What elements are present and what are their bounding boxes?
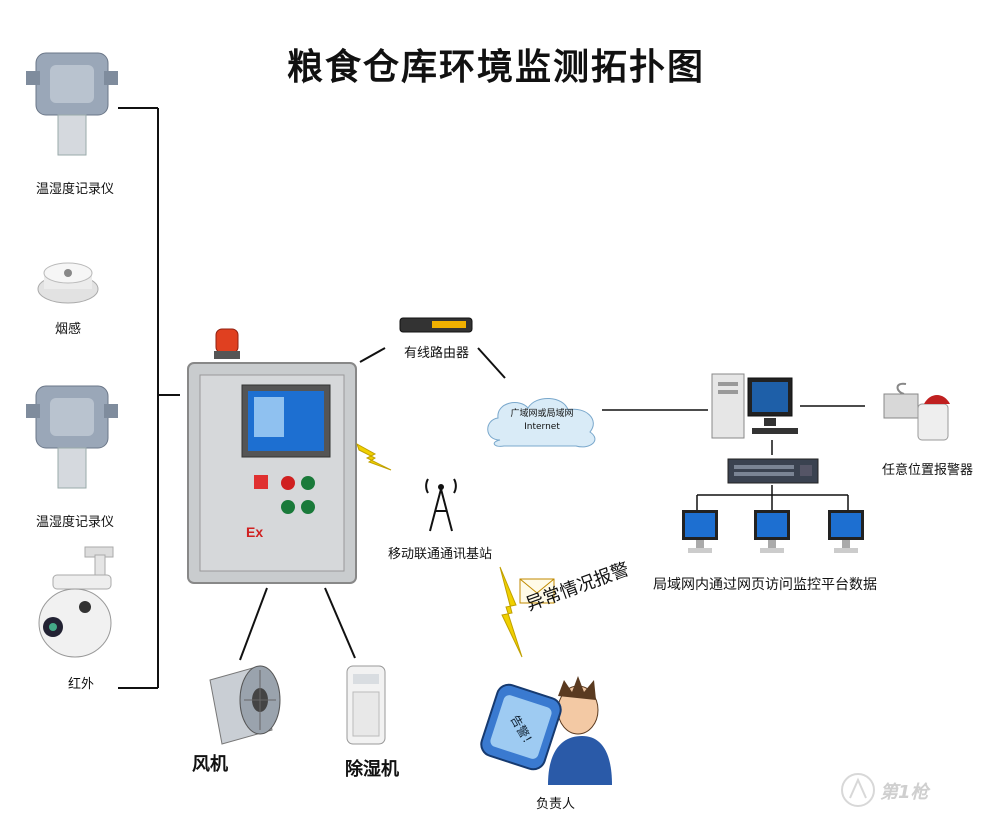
- dehumidifier-label: 除湿机: [345, 759, 399, 780]
- temp-humidity-recorder-label-2: 温湿度记录仪: [36, 515, 115, 530]
- infrared-label: 红外: [68, 677, 95, 692]
- person-with-phone-icon: 告警！: [480, 676, 612, 785]
- infrared-camera-icon: [38, 546, 114, 658]
- watermark-text: 第1枪: [880, 782, 929, 803]
- alarm-device-icon: [883, 382, 950, 441]
- smoke-detector-icon: [37, 262, 99, 304]
- cloud-label: 广域网或局域网 Internet: [492, 408, 592, 434]
- ex-mark: Ex: [246, 524, 263, 540]
- fan-icon: [209, 665, 281, 745]
- lan-monitor-icon-3: [828, 510, 864, 553]
- cloud-label-line1: 广域网或局域网: [510, 409, 574, 419]
- smoke-detector-label: 烟感: [55, 322, 82, 337]
- cloud-icon: [487, 398, 596, 448]
- person-label: 负责人: [536, 797, 576, 812]
- server-computer-icon: [711, 373, 798, 439]
- base-station-label: 移动联通通讯基站: [388, 547, 493, 562]
- temp-humidity-recorder-icon-2: [26, 385, 118, 489]
- lan-monitor-icon-2: [754, 510, 790, 553]
- fan-label: 风机: [192, 754, 228, 775]
- temp-humidity-recorder-label-1: 温湿度记录仪: [36, 182, 115, 197]
- router-icon: [399, 317, 473, 333]
- alarm-label: 任意位置报警器: [882, 463, 974, 478]
- lan-monitor-icon-1: [682, 510, 718, 553]
- alarm-lightning-icon: [499, 566, 555, 658]
- signal-lightning-icon: [356, 442, 392, 471]
- control-cabinet-icon: Ex: [187, 328, 357, 584]
- router-label: 有线路由器: [404, 346, 470, 361]
- cell-tower-icon: [425, 478, 457, 532]
- temp-humidity-recorder-icon: [26, 52, 118, 156]
- network-switch-icon: [727, 458, 819, 484]
- lan-caption: 局域网内通过网页访问监控平台数据: [653, 577, 877, 593]
- watermark-logo-icon: [841, 773, 875, 807]
- page-title: 粮食仓库环境监测拓扑图: [286, 47, 705, 88]
- cloud-label-line2: Internet: [524, 422, 560, 432]
- dehumidifier-icon: [346, 665, 386, 745]
